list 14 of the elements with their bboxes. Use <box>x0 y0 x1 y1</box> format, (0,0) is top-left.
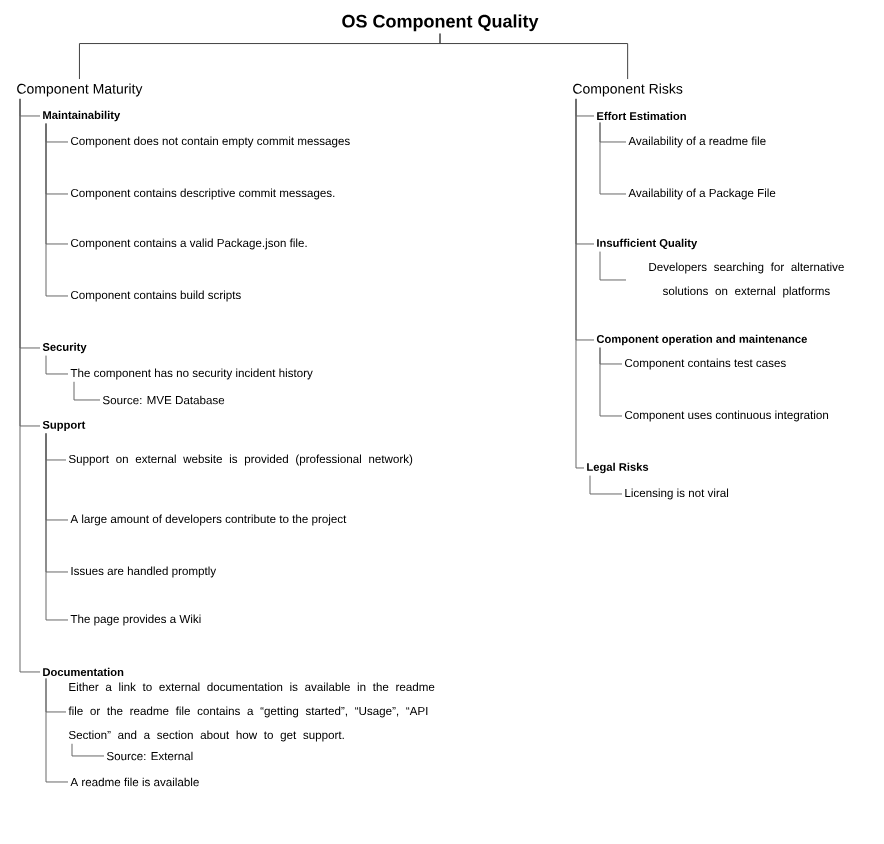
connector-line <box>45 432 69 621</box>
connector-line <box>19 98 41 673</box>
connector-line <box>45 355 69 375</box>
connector-line <box>599 251 627 281</box>
connector-line <box>599 122 627 195</box>
root-heading: OS Component Quality <box>342 14 539 32</box>
connector-line <box>599 347 623 417</box>
connector-line <box>45 123 69 297</box>
connector-line <box>439 33 629 80</box>
connector-line <box>71 743 105 757</box>
connector-line <box>589 475 623 495</box>
connector-line <box>73 381 101 401</box>
connector-line <box>45 678 69 783</box>
connector-line <box>575 98 585 469</box>
